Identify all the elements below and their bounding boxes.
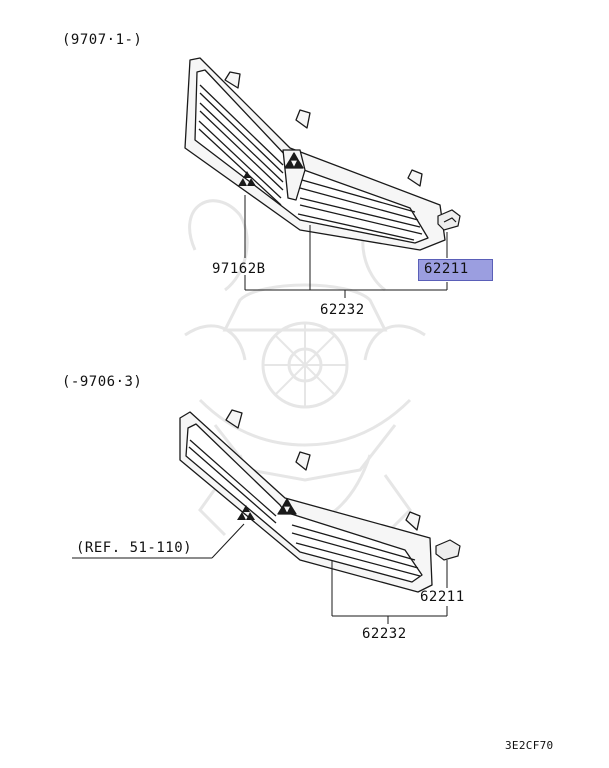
upper-grille-illustration (184, 57, 446, 251)
part-number-62232-upper[interactable]: 62232 (320, 302, 365, 318)
upper-clip-part (437, 209, 461, 231)
diagram-code: 3E2CF70 (505, 739, 554, 752)
lower-grille-illustration (179, 409, 433, 593)
lower-leader-lines (72, 523, 448, 624)
reference-label[interactable]: (REF. 51-110) (76, 540, 193, 556)
highlight-62211 (418, 259, 493, 281)
lower-date-label: (-9706·3) (62, 374, 143, 390)
part-number-62211-upper[interactable]: 62211 (424, 261, 469, 277)
upper-date-label: (9707·1-) (62, 32, 143, 48)
part-number-62211-lower[interactable]: 62211 (420, 589, 465, 605)
part-number-62232-lower[interactable]: 62232 (362, 626, 407, 642)
lower-clip-part (435, 539, 461, 561)
lower-emblem-part (237, 505, 255, 520)
part-number-97162b[interactable]: 97162B (212, 261, 266, 277)
upper-leader-lines (244, 195, 448, 298)
upper-emblem-part (238, 171, 256, 186)
